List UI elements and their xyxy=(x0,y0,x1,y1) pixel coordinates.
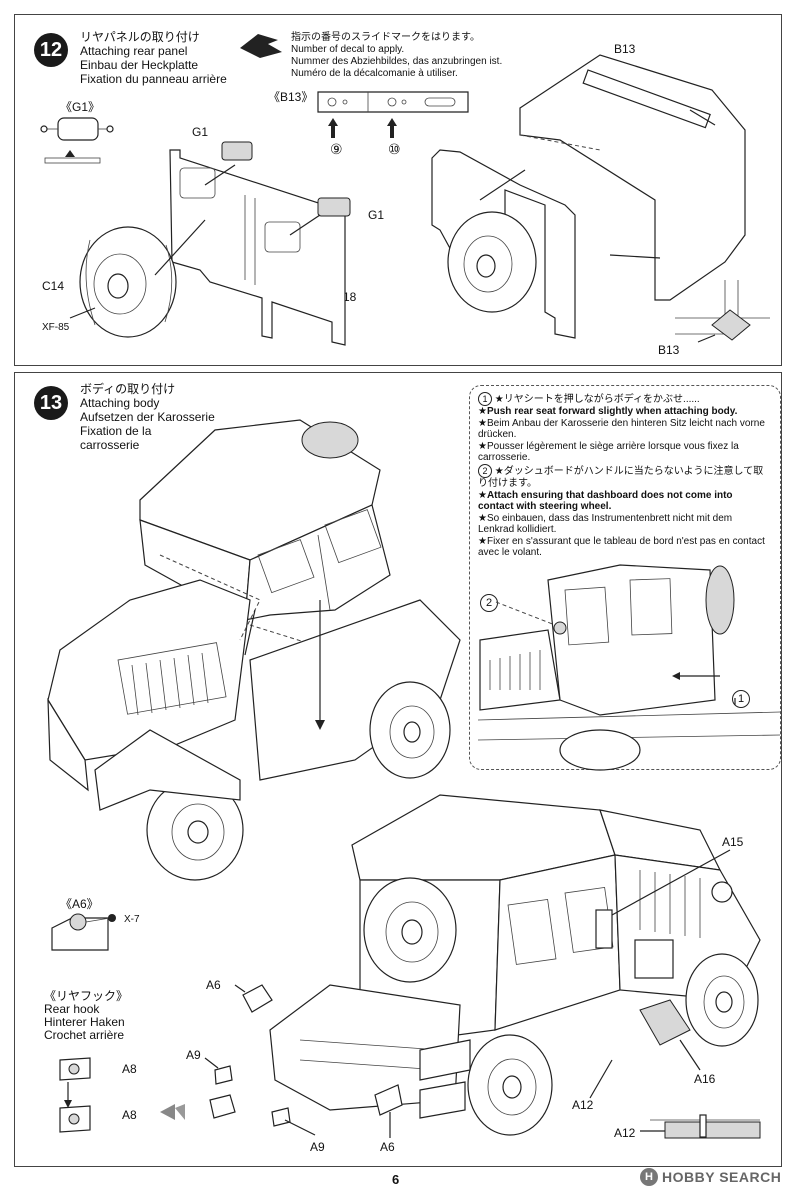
decal-note-fr: Numéro de la décalcomanie à utiliser. xyxy=(291,68,458,79)
rear-hook-fr: Crochet arrière xyxy=(44,1028,125,1042)
body-inset-drawing xyxy=(477,564,781,771)
step-13-title-de: Aufsetzen der Karosserie xyxy=(80,410,215,424)
step-12-title-fr: Fixation du panneau arrière xyxy=(80,72,227,86)
note-1-number: 1 xyxy=(478,392,492,406)
decal-note: 指示の番号のスライドマークをはります。 Number of decal to a… xyxy=(291,32,502,80)
page-number: 6 xyxy=(392,1172,400,1187)
note-1-ja: 1 ★リヤシートを押しながらボディをかぶせ...... xyxy=(478,392,768,406)
part-a16-label: A16 xyxy=(694,1072,716,1086)
part-a6-label-a: A6 xyxy=(206,978,221,992)
part-a12-label-a: A12 xyxy=(572,1098,594,1112)
paint-x7-label: X-7 xyxy=(124,914,140,925)
b13-bracket-detail-drawing xyxy=(675,280,770,343)
truck-rear-view-drawing xyxy=(204,794,761,1139)
g1-detail-label: 《G1》 xyxy=(60,100,101,114)
watermark: H HOBBY SEARCH xyxy=(640,1168,781,1186)
watermark-logo-icon: H xyxy=(640,1168,658,1186)
spare-wheel-c14-drawing xyxy=(79,226,177,338)
part-a8-label-b: A8 xyxy=(122,1108,137,1122)
step-13-title-fr-1: Fixation de la xyxy=(80,424,152,438)
part-b13-label-bottom: B13 xyxy=(658,343,680,357)
rear-hook-title: 《リヤフック》 Rear hook Hinterer Haken Crochet… xyxy=(44,990,128,1042)
part-a8-label-a: A8 xyxy=(122,1062,137,1076)
rear-panel-b18-drawing xyxy=(169,141,351,346)
step-13-title: ボディの取り付け Attaching body Aufsetzen der Ka… xyxy=(80,382,215,452)
note-1-en: ★Push rear seat forward slightly when at… xyxy=(478,406,738,417)
note-2-fr: ★Fixer en s'assurant que le tableau de b… xyxy=(478,535,765,559)
decal-10-label: ⑩ xyxy=(388,141,401,157)
truck-body-attach-drawing xyxy=(47,419,461,881)
step-13-title-ja: ボディの取り付け xyxy=(80,382,176,396)
note-2-de: ★So einbauen, dass das Instrumentenbrett… xyxy=(478,512,733,536)
part-a6-label-b: A6 xyxy=(380,1140,395,1154)
step-12-title: リヤパネルの取り付け Attaching rear panel Einbau d… xyxy=(80,30,227,86)
step-12-number: 12 xyxy=(34,33,68,67)
cab-rear-assembly-drawing xyxy=(431,54,746,339)
note-1: 1 ★リヤシートを押しながらボディをかぶせ...... ★Push rear s… xyxy=(478,392,768,464)
decal-note-ja: 指示の番号のスライドマークをはります。 xyxy=(291,32,480,43)
rear-hook-de: Hinterer Haken xyxy=(44,1015,125,1029)
step-13-title-fr-2: carrosserie xyxy=(80,438,140,452)
a6-detail-drawing xyxy=(51,913,116,951)
note-2-ja: 2 ★ダッシュボードがハンドルに当たらないように注意して取り付けます。 xyxy=(478,464,764,489)
part-a9-label-a: A9 xyxy=(186,1048,201,1062)
rear-hook-ja: 《リヤフック》 xyxy=(44,989,129,1003)
decal-9-label: ⑨ xyxy=(330,141,343,157)
assembly-notes-box xyxy=(469,385,781,770)
step-12-title-ja: リヤパネルの取り付け xyxy=(80,30,200,44)
watermark-text: HOBBY SEARCH xyxy=(662,1169,782,1185)
note-1-de: ★Beim Anbau der Karosserie den hinteren … xyxy=(478,417,765,441)
b13-detail-label: 《B13》 xyxy=(268,90,314,104)
callout-1: 1 xyxy=(732,690,750,708)
decal-note-en: Number of decal to apply. xyxy=(291,44,405,55)
part-a15-label: A15 xyxy=(722,835,744,849)
a6-detail-label: 《A6》 xyxy=(60,897,99,911)
step-12-panel xyxy=(14,14,782,366)
paint-xf85-label: XF-85 xyxy=(42,322,70,333)
step-13-title-en: Attaching body xyxy=(80,396,160,410)
part-b13-label-top: B13 xyxy=(614,42,636,56)
rear-hook-drawing xyxy=(59,1057,185,1133)
note-1-fr: ★Pousser légèrement le siège arrière lor… xyxy=(478,440,739,464)
step-13-panel xyxy=(14,372,782,1167)
part-c14-label: C14 xyxy=(42,279,65,293)
g1-detail-drawing xyxy=(40,117,114,164)
part-a9-label-b: A9 xyxy=(310,1140,325,1154)
note-2: 2 ★ダッシュボードがハンドルに当たらないように注意して取り付けます。 ★Att… xyxy=(478,464,768,559)
step-13-number: 13 xyxy=(34,386,68,420)
rear-hook-en: Rear hook xyxy=(44,1002,100,1016)
decal-note-de: Nummer des Abziehbildes, das anzubringen… xyxy=(291,56,503,67)
step-12-title-en: Attaching rear panel xyxy=(80,44,188,58)
step-12-title-de: Einbau der Heckplatte xyxy=(80,58,199,72)
b13-strip-drawing xyxy=(317,91,469,138)
part-a12-label-b: A12 xyxy=(614,1126,636,1140)
part-g1-label-b: G1 xyxy=(368,208,385,222)
part-g1-label-a: G1 xyxy=(192,125,209,139)
note-2-en: ★Attach ensuring that dashboard does not… xyxy=(478,489,733,513)
